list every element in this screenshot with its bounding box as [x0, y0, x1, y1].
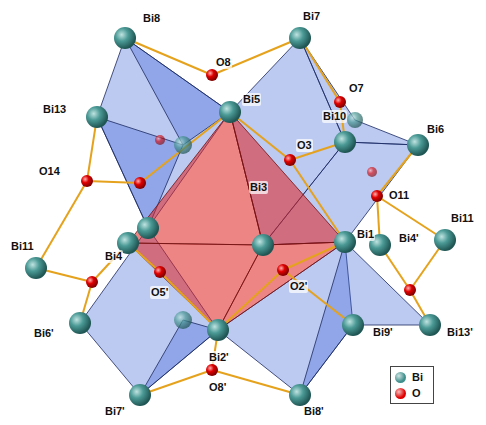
atom-label: O7	[348, 82, 365, 95]
atom-label: Bi10	[322, 110, 347, 123]
atom-label: O8'	[208, 381, 227, 394]
legend-swatch	[395, 372, 406, 383]
legend-row: O	[395, 385, 433, 401]
legend-swatch	[395, 388, 406, 399]
atom-label: O2'	[289, 280, 308, 293]
atom-label: Bi5	[242, 93, 261, 106]
legend-row: Bi	[395, 369, 433, 385]
atom-label: O11	[388, 189, 410, 202]
atom-label: Bi13'	[446, 326, 474, 339]
atom-label: Bi11	[450, 212, 475, 225]
atom-label: Bi7'	[104, 405, 126, 418]
blue-polyhedra	[80, 38, 430, 395]
atom-label: Bi11	[10, 240, 35, 253]
atom-label: O3	[296, 139, 313, 152]
atom-label: Bi7	[302, 10, 321, 23]
atom-label: Bi6	[426, 123, 445, 136]
atom-label: Bi2'	[208, 351, 230, 364]
atom-label: O5'	[150, 286, 169, 299]
atom-label: Bi4'	[398, 232, 420, 245]
bonds	[36, 38, 445, 395]
atom-label: Bi1	[356, 228, 375, 241]
atom-label: Bi3	[249, 181, 268, 194]
red-octahedron	[128, 112, 345, 330]
legend-text: O	[412, 387, 421, 399]
atom-label: Bi9'	[372, 326, 394, 339]
atom-label: Bi13	[42, 103, 67, 116]
legend-box: BiO	[390, 366, 434, 404]
atom-label: O14	[38, 165, 61, 178]
bismuth-atoms	[25, 27, 456, 406]
atom-label: Bi6'	[33, 327, 55, 340]
atom-label: Bi8	[142, 12, 161, 25]
atom-label: Bi4	[104, 250, 123, 263]
legend-text: Bi	[412, 371, 423, 383]
atom-label: O8	[215, 56, 232, 69]
atom-label: Bi8'	[303, 405, 325, 418]
oxygen-atoms	[81, 69, 416, 376]
